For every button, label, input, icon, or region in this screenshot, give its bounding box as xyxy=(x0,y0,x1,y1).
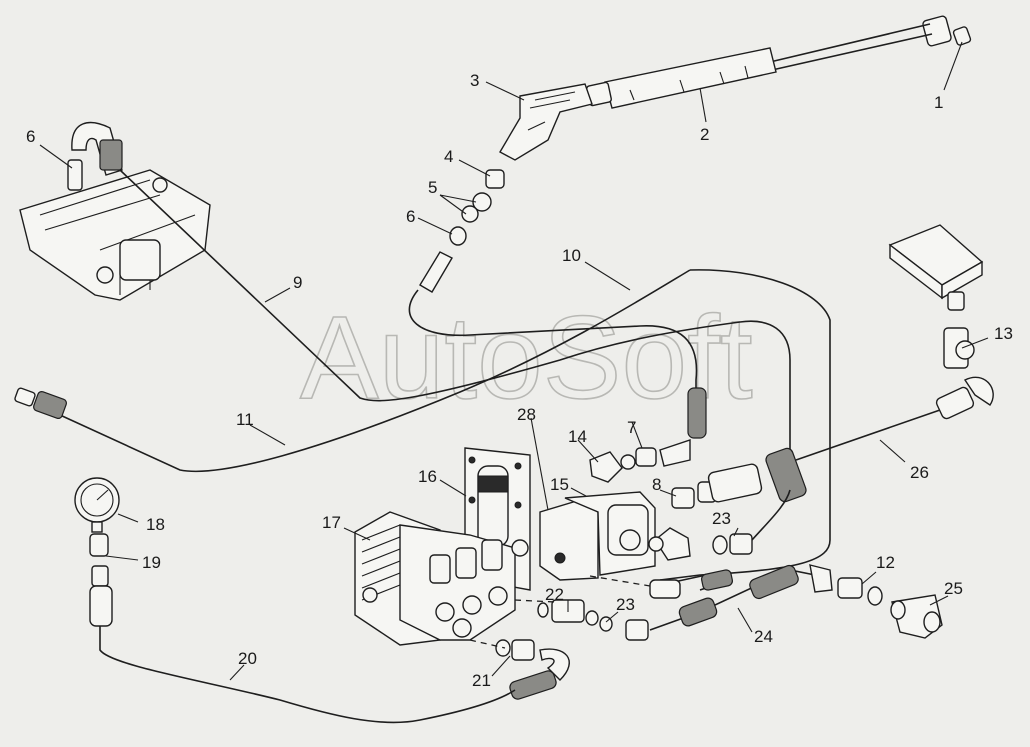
fitting-21 xyxy=(495,639,570,700)
callout-8: 8 xyxy=(652,475,661,494)
callout-3: 3 xyxy=(470,71,479,90)
callout-10: 10 xyxy=(562,246,581,265)
callout-19: 19 xyxy=(142,553,161,572)
callout-23-lower: 23 xyxy=(616,595,635,614)
callout-22: 22 xyxy=(545,585,564,604)
fitting-6 xyxy=(449,226,467,246)
callout-25: 25 xyxy=(944,579,963,598)
hose-26 xyxy=(795,409,941,461)
callout-18: 18 xyxy=(146,515,165,534)
hose-20 xyxy=(99,626,516,724)
callout-14: 14 xyxy=(568,427,587,446)
seal-5a xyxy=(472,192,492,212)
nozzle xyxy=(952,26,972,46)
fitting-23 xyxy=(625,619,649,641)
hose-end-top xyxy=(419,251,453,293)
hose-24 xyxy=(649,564,833,631)
seal-5b xyxy=(461,205,479,223)
lance-tip xyxy=(922,15,952,47)
callout-6-valve: 6 xyxy=(26,127,35,146)
fitting-12 xyxy=(837,577,883,606)
control-valve xyxy=(19,121,211,301)
callout-21: 21 xyxy=(472,671,491,690)
callout-16: 16 xyxy=(418,467,437,486)
pressure-gauge xyxy=(74,477,120,627)
callout-23-upper: 23 xyxy=(712,509,731,528)
callout-15: 15 xyxy=(550,475,569,494)
hose-10 xyxy=(659,269,831,581)
spray-lance xyxy=(408,15,972,400)
leader-lines xyxy=(39,41,989,681)
hose-9 xyxy=(119,169,791,460)
callout-6-gun: 6 xyxy=(406,207,415,226)
outlet-fittings xyxy=(537,599,649,641)
callout-7: 7 xyxy=(627,418,636,437)
reservoir-box xyxy=(888,224,984,369)
tee-25 xyxy=(890,594,943,639)
fitting-7 xyxy=(635,447,657,467)
callout-2: 2 xyxy=(700,125,709,144)
hose-11 xyxy=(59,269,691,473)
valve-fitting-6 xyxy=(67,159,83,191)
nut-14 xyxy=(589,451,623,483)
hydraulic-motor xyxy=(539,387,807,581)
callout-13: 13 xyxy=(994,324,1013,343)
callout-26: 26 xyxy=(910,463,929,482)
callout-12: 12 xyxy=(876,553,895,572)
lance-grip xyxy=(604,47,777,109)
callout-1: 1 xyxy=(934,93,943,112)
watermark: AutoSoft xyxy=(300,292,753,424)
pump xyxy=(354,511,529,646)
callout-4: 4 xyxy=(444,147,453,166)
callout-11: 11 xyxy=(236,410,254,429)
callout-5: 5 xyxy=(428,178,437,197)
callout-17: 17 xyxy=(322,513,341,532)
spray-gun xyxy=(499,83,593,161)
callout-28: 28 xyxy=(517,405,536,424)
callout-labels: 1 2 3 4 5 6 6 9 10 11 13 14 7 8 15 28 16… xyxy=(26,71,1013,690)
callout-20: 20 xyxy=(238,649,257,668)
callout-24: 24 xyxy=(754,627,773,646)
callout-9: 9 xyxy=(293,273,302,292)
fitting-8 xyxy=(671,487,695,509)
fitting-4 xyxy=(485,169,505,189)
gauge-fitting-19 xyxy=(89,533,109,557)
